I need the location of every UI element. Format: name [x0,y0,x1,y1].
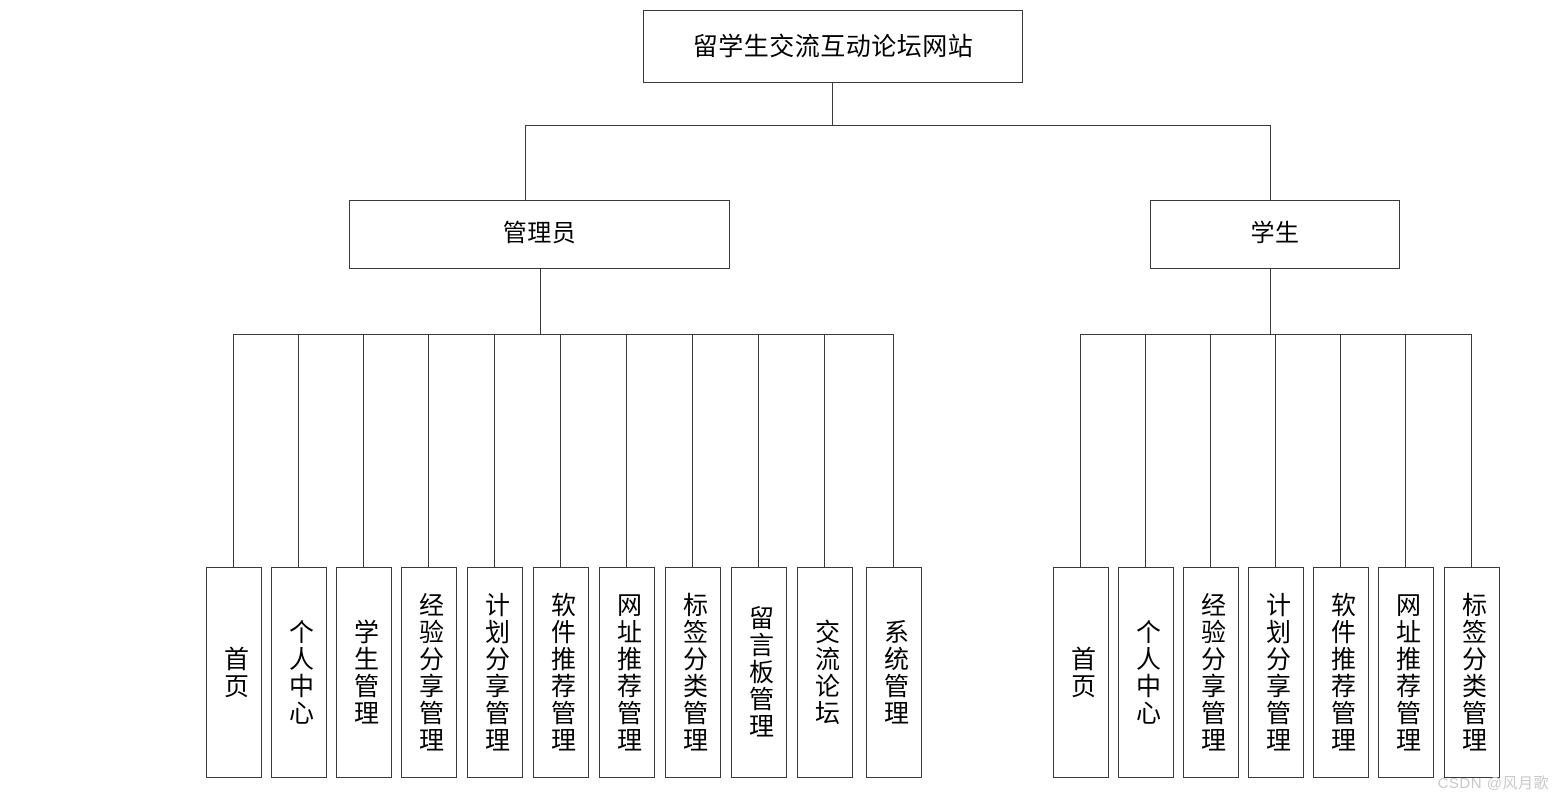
node-module-student-7[interactable]: 标签分类管理 [1444,567,1500,778]
node-label: 学生管理 [350,618,379,727]
node-module-student-1[interactable]: 首页 [1053,567,1109,778]
connector-student-drop-7 [1471,334,1472,567]
connector-admin-bus [233,334,894,335]
node-label: 系统管理 [880,618,909,727]
node-label: 首页 [220,645,249,700]
connector-admin-drop-3 [363,334,364,567]
node-label: 标签分类管理 [679,591,708,754]
node-module-student-3[interactable]: 经验分享管理 [1183,567,1239,778]
node-label: 个人中心 [1132,618,1161,727]
node-label: 首页 [1067,645,1096,700]
node-module-admin-7[interactable]: 网址推荐管理 [599,567,655,778]
node-label: 经验分享管理 [1197,591,1226,754]
connector-student-drop-4 [1275,334,1276,567]
node-module-admin-10[interactable]: 交流论坛 [797,567,853,778]
connector-level2-bus [525,125,1271,126]
connector-to-student [1270,125,1271,200]
node-module-student-4[interactable]: 计划分享管理 [1248,567,1304,778]
node-label: 留言板管理 [745,605,774,740]
connector-admin-drop-2 [298,334,299,567]
node-label: 留学生交流互动论坛网站 [692,32,974,61]
node-label: 经验分享管理 [415,591,444,754]
connector-admin-drop-9 [758,334,759,567]
node-module-student-5[interactable]: 软件推荐管理 [1313,567,1369,778]
node-root-system[interactable]: 留学生交流互动论坛网站 [643,10,1023,83]
node-module-admin-11[interactable]: 系统管理 [866,567,922,778]
connector-admin-drop-6 [560,334,561,567]
node-label: 个人中心 [285,618,314,727]
node-module-student-2[interactable]: 个人中心 [1118,567,1174,778]
connector-student-drop-1 [1080,334,1081,567]
node-module-admin-6[interactable]: 软件推荐管理 [533,567,589,778]
connector-admin-drop-5 [494,334,495,567]
connector-root-stem [832,83,833,125]
node-label: 网址推荐管理 [613,591,642,754]
watermark-text: CSDN @风月歌 [1437,775,1549,792]
node-module-admin-9[interactable]: 留言板管理 [731,567,787,778]
node-module-student-6[interactable]: 网址推荐管理 [1378,567,1434,778]
connector-student-stem [1270,269,1271,334]
node-label: 学生 [1250,220,1300,248]
node-label: 标签分类管理 [1458,591,1487,754]
node-module-admin-2[interactable]: 个人中心 [271,567,327,778]
connector-admin-drop-11 [893,334,894,567]
node-role-admin[interactable]: 管理员 [349,200,730,269]
node-module-admin-3[interactable]: 学生管理 [336,567,392,778]
connector-student-drop-6 [1405,334,1406,567]
node-label: 交流论坛 [811,618,840,727]
node-role-student[interactable]: 学生 [1150,200,1400,269]
connector-admin-stem [540,269,541,334]
connector-admin-drop-1 [233,334,234,567]
connector-student-drop-5 [1340,334,1341,567]
node-label: 管理员 [502,220,577,248]
node-label: 网址推荐管理 [1392,591,1421,754]
connector-student-drop-2 [1145,334,1146,567]
connector-student-drop-3 [1210,334,1211,567]
node-module-admin-1[interactable]: 首页 [206,567,262,778]
node-module-admin-8[interactable]: 标签分类管理 [665,567,721,778]
node-label: 软件推荐管理 [547,591,576,754]
connector-to-admin [525,125,526,200]
node-label: 软件推荐管理 [1327,591,1356,754]
node-label: 计划分享管理 [1262,591,1291,754]
connector-admin-drop-10 [824,334,825,567]
connector-admin-drop-4 [428,334,429,567]
connector-admin-drop-8 [692,334,693,567]
node-module-admin-5[interactable]: 计划分享管理 [467,567,523,778]
node-label: 计划分享管理 [481,591,510,754]
connector-admin-drop-7 [626,334,627,567]
node-module-admin-4[interactable]: 经验分享管理 [401,567,457,778]
